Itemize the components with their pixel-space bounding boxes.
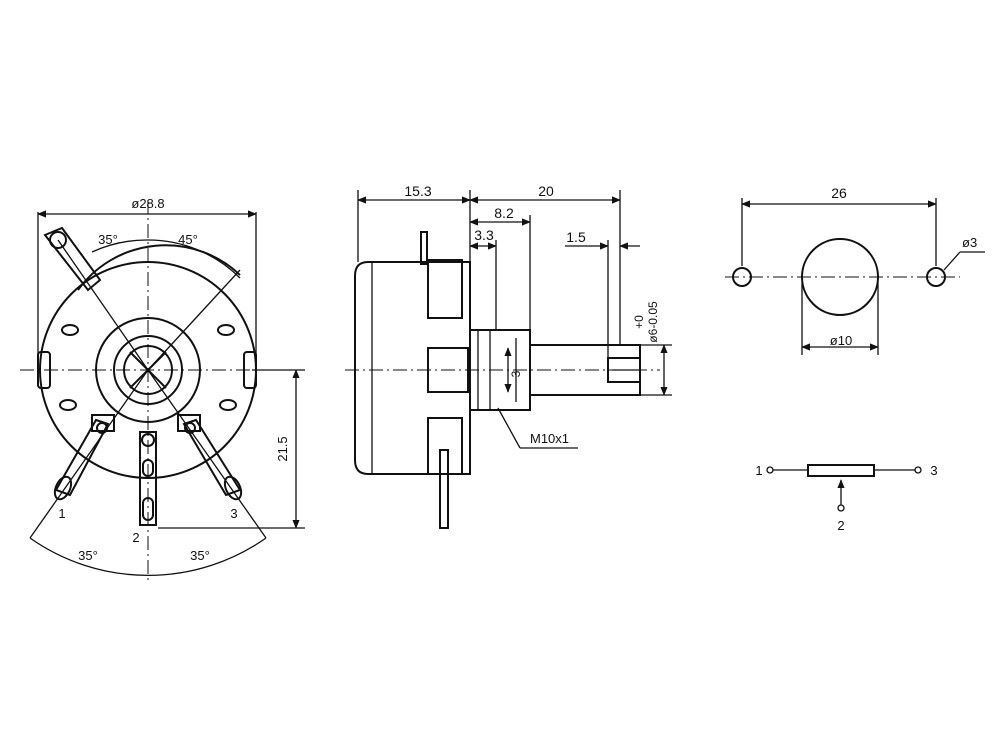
top-mounting-tab bbox=[43, 226, 102, 292]
shaft-tolerance-label: +0 bbox=[632, 315, 646, 329]
schematic-symbol: 1 3 2 bbox=[755, 463, 937, 533]
dim-total-label: 20 bbox=[538, 183, 554, 199]
schematic-resistor bbox=[807, 464, 875, 477]
center-dia-label: ø10 bbox=[830, 333, 852, 348]
bottom-angle-arc bbox=[29, 537, 267, 577]
schematic-pin-2-label: 2 bbox=[837, 518, 844, 533]
schematic-pin-3-label: 3 bbox=[930, 463, 937, 478]
front-bushing-circle bbox=[95, 317, 201, 423]
front-view: ø28.8 35° 45° 21.5 1 2 3 35° 35° bbox=[20, 196, 305, 580]
hole-dia-label: ø3 bbox=[962, 235, 977, 250]
side-bottom-pin bbox=[439, 449, 449, 529]
right-lower-slot bbox=[219, 399, 237, 411]
angle-label-bottom-right: 35° bbox=[190, 548, 210, 563]
mount-center-hole bbox=[801, 238, 879, 316]
side-bottom-lug bbox=[427, 417, 463, 475]
side-bushing bbox=[469, 329, 531, 411]
shaft-diameter-label: ø6-0.05 bbox=[646, 301, 660, 343]
side-top-pin bbox=[420, 231, 428, 265]
schematic-pin-2-dot bbox=[837, 504, 845, 512]
top-tab-hole bbox=[49, 231, 67, 249]
angle-line-left bbox=[57, 239, 149, 371]
dim-slot-label: 1.5 bbox=[566, 229, 586, 245]
height-label: 21.5 bbox=[275, 436, 290, 461]
schematic-pin-1-dot bbox=[766, 466, 774, 474]
bottom-angle-line-left bbox=[29, 369, 149, 539]
dim-bushing-label: 8.2 bbox=[494, 205, 514, 221]
mounting-pattern: 26 ø10 ø3 bbox=[725, 185, 985, 355]
angle-label-bottom-left: 35° bbox=[78, 548, 98, 563]
span-label: 26 bbox=[831, 185, 847, 201]
front-top-arc bbox=[77, 244, 241, 291]
terminal-1-base bbox=[91, 414, 115, 432]
schematic-pin-1-label: 1 bbox=[755, 463, 762, 478]
dim-flat-label: 3.3 bbox=[474, 227, 494, 243]
front-shaft-outer bbox=[113, 335, 183, 405]
side-body bbox=[354, 261, 471, 475]
thread-leader bbox=[497, 407, 521, 449]
angle-line-right bbox=[147, 269, 241, 371]
side-top-lug bbox=[427, 259, 463, 319]
angle-arc-left bbox=[91, 239, 149, 253]
schematic-pin-3-dot bbox=[914, 466, 922, 474]
front-shaft-inner bbox=[123, 345, 173, 395]
terminal-1-label: 1 bbox=[58, 506, 65, 521]
mount-hole-left bbox=[732, 267, 752, 287]
side-hub bbox=[427, 347, 469, 393]
mount-hole-right bbox=[926, 267, 946, 287]
angle-label-right-top: 45° bbox=[178, 232, 198, 247]
right-upper-slot bbox=[217, 324, 235, 336]
terminal-2 bbox=[139, 431, 157, 526]
angle-label-left-top: 35° bbox=[98, 232, 118, 247]
angle-arc-right bbox=[147, 239, 241, 279]
side-view: 15.3 20 8.2 3.3 1.5 3 +0 ø6-0.05 M10x1 bbox=[345, 183, 672, 529]
bottom-angle-line-right bbox=[147, 369, 267, 539]
left-lower-slot bbox=[59, 399, 77, 411]
slot-depth-label: 3 bbox=[509, 370, 523, 377]
terminal-3-label: 3 bbox=[230, 506, 237, 521]
hole-leader bbox=[943, 251, 961, 271]
left-upper-slot bbox=[61, 324, 79, 336]
terminal-2-label: 2 bbox=[132, 530, 139, 545]
thread-label: M10x1 bbox=[530, 431, 569, 446]
front-diameter-label: ø28.8 bbox=[131, 196, 164, 211]
dim-body-label: 15.3 bbox=[404, 183, 431, 199]
left-side-lug bbox=[37, 351, 51, 389]
